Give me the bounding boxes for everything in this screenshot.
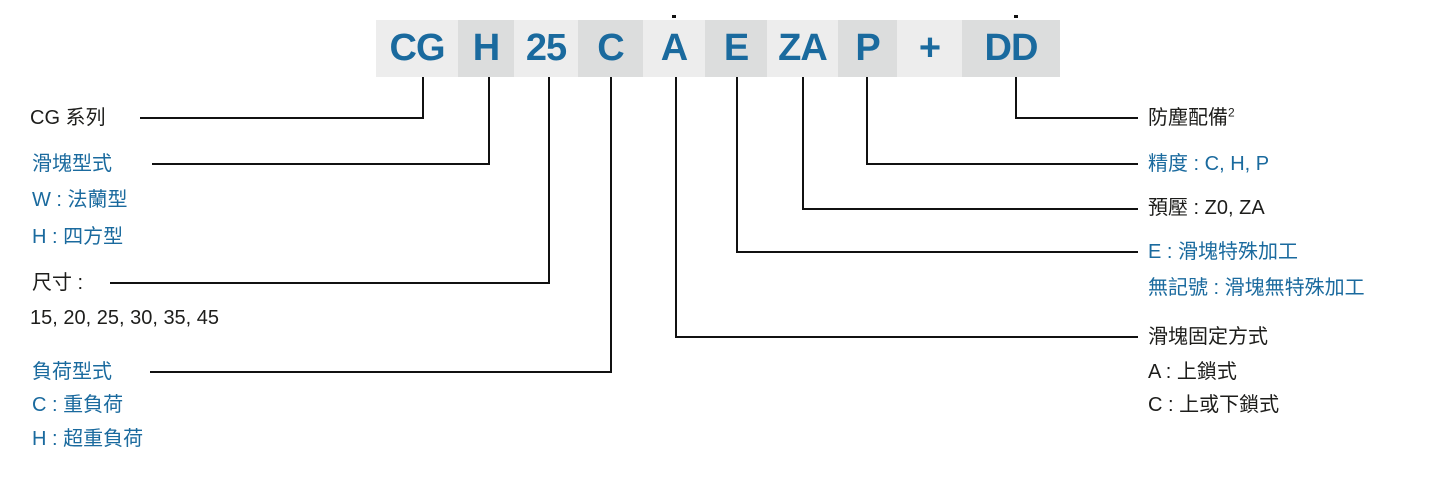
label-size-title: 尺寸 : (32, 272, 84, 294)
footnote-mark (672, 15, 676, 18)
code-segment-special: E (705, 20, 767, 77)
label-mounting-a: A : 上鎖式 (1148, 361, 1237, 383)
label-special-none: 無記號 : 滑塊無特殊加工 (1148, 277, 1365, 299)
label-dustproof-text: 防塵配備 (1148, 107, 1228, 129)
label-special-e: E : 滑塊特殊加工 (1148, 241, 1299, 263)
code-segment-mounting: A (643, 20, 705, 77)
connector-line-preload (802, 77, 804, 210)
label-series: CG 系列 (30, 107, 106, 129)
footnote-superscript: 2 (1228, 105, 1235, 120)
label-load-type-h: H : 超重負荷 (32, 428, 144, 450)
connector-line-size (548, 77, 550, 284)
code-segment-load-type: C (578, 20, 643, 77)
label-mounting-title: 滑塊固定方式 (1148, 326, 1268, 348)
connector-line-series (140, 117, 424, 119)
code-segment-dustproof: DD (962, 20, 1060, 77)
connector-line-precision (866, 77, 868, 165)
connector-line-series (422, 77, 424, 119)
label-load-type-c: C : 重負荷 (32, 394, 124, 416)
code-segment-block-type: H (458, 20, 514, 77)
connector-line-mounting (675, 336, 1138, 338)
label-precision: 精度 : C, H, P (1148, 153, 1270, 175)
connector-line-loadtype (610, 77, 612, 373)
connector-line-dustproof (1015, 117, 1138, 119)
code-segment-preload: ZA (767, 20, 838, 77)
connector-line-blocktype (152, 163, 490, 165)
connector-line-special (736, 251, 1138, 253)
connector-line-preload (802, 208, 1138, 210)
label-block-type-w: W : 法蘭型 (32, 189, 128, 211)
footnote-mark (1014, 15, 1018, 18)
label-preload: 預壓 : Z0, ZA (1148, 197, 1265, 219)
code-segment-series: CG (376, 20, 458, 77)
connector-line-loadtype (150, 371, 612, 373)
label-size-values: 15, 20, 25, 30, 35, 45 (30, 307, 220, 329)
label-dustproof: 防塵配備2 (1148, 106, 1235, 130)
label-mounting-c: C : 上或下鎖式 (1148, 394, 1280, 416)
label-block-type-h: H : 四方型 (32, 226, 124, 248)
connector-line-blocktype (488, 77, 490, 165)
connector-line-mounting (675, 77, 677, 338)
connector-line-size (110, 282, 550, 284)
connector-line-special (736, 77, 738, 253)
code-segment-plus: + (897, 20, 962, 77)
label-block-type-title: 滑塊型式 (32, 153, 112, 175)
label-load-type-title: 負荷型式 (32, 361, 112, 383)
connector-line-dustproof (1015, 77, 1017, 119)
code-segment-size: 25 (514, 20, 578, 77)
connector-line-precision (866, 163, 1138, 165)
code-segment-precision: P (838, 20, 897, 77)
